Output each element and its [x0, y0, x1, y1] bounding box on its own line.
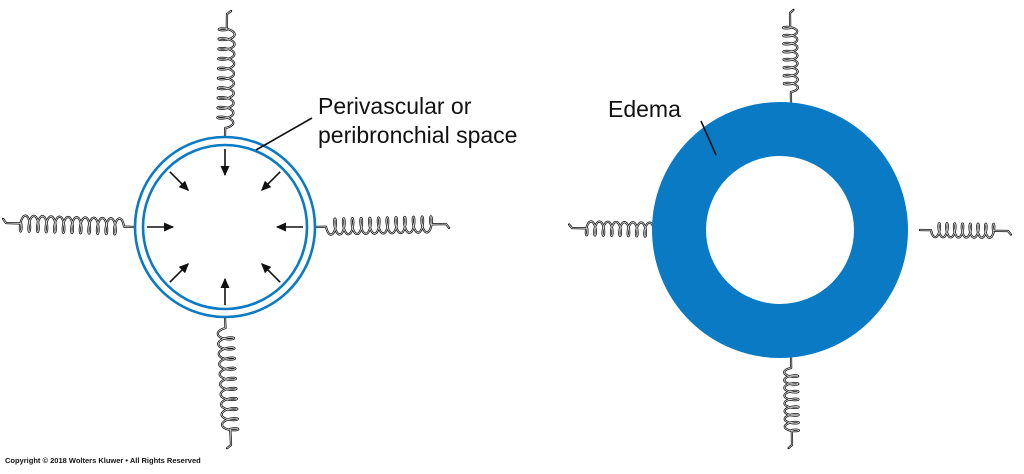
- inward-arrow-icon: [169, 171, 190, 192]
- tethering-springs: [2, 9, 451, 450]
- space-label-line-2: peribronchial space: [318, 122, 518, 148]
- inward-arrows: [147, 149, 303, 305]
- edema-leader-line: [700, 120, 717, 156]
- copyright-notice: Copyright © 2018 Wolters Kluwer • All Ri…: [5, 456, 201, 465]
- spring-left: [2, 214, 137, 236]
- spring-right: [313, 215, 451, 236]
- space-leader-line: [255, 117, 313, 151]
- spring-bottom: [783, 355, 800, 450]
- spring-left: [567, 220, 667, 238]
- perivascular-space-label: Perivascular or peribronchial space: [318, 92, 517, 150]
- spring-bottom: [216, 315, 240, 450]
- space-label-line-1: Perivascular or: [318, 93, 472, 119]
- edema-vessel-panel: [567, 8, 1013, 450]
- inward-arrow-icon: [260, 262, 281, 283]
- edema-ring: [652, 102, 908, 358]
- inward-arrow-icon: [169, 262, 190, 283]
- normal-vessel-panel: [2, 9, 451, 450]
- tethering-springs: [567, 8, 1013, 450]
- inward-arrow-icon: [260, 171, 281, 192]
- edema-label: Edema: [608, 96, 681, 122]
- spring-right: [918, 222, 1013, 239]
- spring-top: [782, 8, 799, 105]
- spring-top: [216, 9, 236, 141]
